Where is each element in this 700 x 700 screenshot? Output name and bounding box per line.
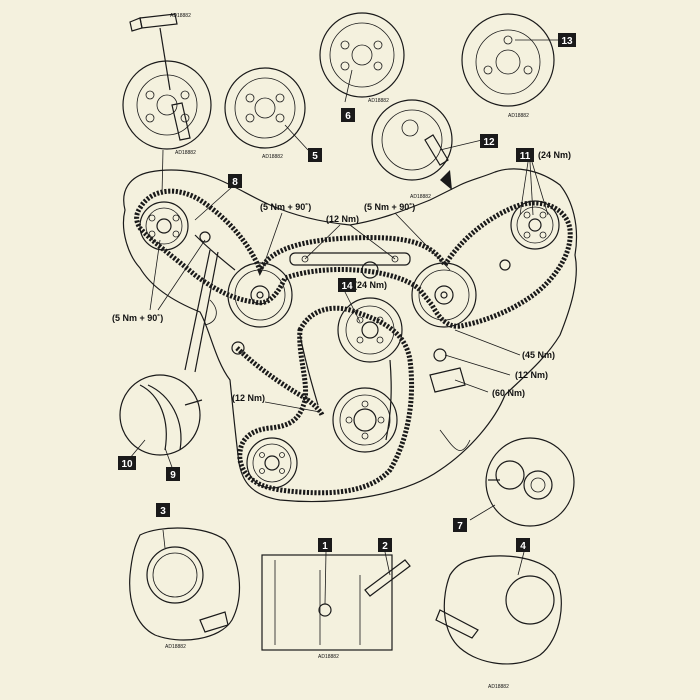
sprocket-left-exhaust bbox=[227, 262, 293, 328]
svg-text:7: 7 bbox=[457, 521, 463, 532]
timing-chain-lower bbox=[235, 305, 415, 496]
sprocket-intake-right bbox=[510, 200, 560, 250]
torque-label-45nm: (45 Nm) bbox=[522, 350, 555, 360]
svg-text:9: 9 bbox=[170, 470, 176, 481]
callout-12: 12 bbox=[480, 134, 498, 148]
cover-4-illustration: AD18882 bbox=[435, 555, 562, 690]
svg-text:12: 12 bbox=[483, 137, 495, 148]
detail-circle-6: AD18882 bbox=[319, 12, 405, 104]
callout-6: 6 bbox=[341, 108, 355, 122]
detail-circle-5: AD18882 bbox=[224, 67, 306, 160]
detail-circle-13: AD18882 bbox=[461, 13, 555, 119]
part-code-detail-5: AD18882 bbox=[262, 154, 283, 160]
detail-circle-cam-lock-tool: AD18882 AD18882 bbox=[122, 13, 212, 156]
detail-circle-7 bbox=[485, 437, 575, 527]
svg-text:2: 2 bbox=[382, 541, 388, 552]
part-code-cover-4: AD18882 bbox=[488, 684, 509, 690]
torque-labels: (24 Nm) (5 Nm + 90˚) (12 Nm) (5 Nm + 90˚… bbox=[112, 150, 571, 403]
callout-4: 4 bbox=[516, 538, 530, 552]
callout-14: 14 bbox=[338, 278, 356, 292]
svg-text:8: 8 bbox=[232, 177, 238, 188]
cover-3-illustration: AD18882 bbox=[129, 527, 241, 650]
svg-text:14: 14 bbox=[341, 281, 353, 292]
sprocket-center-idler bbox=[337, 297, 403, 363]
torque-label-12nm-left: (12 Nm) bbox=[232, 393, 265, 403]
part-code-cover-3: AD18882 bbox=[165, 644, 186, 650]
leader-lines bbox=[129, 39, 558, 605]
svg-text:5: 5 bbox=[312, 151, 318, 162]
svg-text:13: 13 bbox=[561, 36, 573, 47]
detail-circle-12: AD18882 bbox=[371, 99, 453, 200]
torque-label-5nm90-left: (5 Nm + 90˚) bbox=[112, 313, 163, 323]
callout-7: 7 bbox=[453, 518, 467, 532]
part-code-detail-6: AD18882 bbox=[368, 98, 389, 104]
svg-text:11: 11 bbox=[520, 151, 531, 162]
svg-text:4: 4 bbox=[520, 541, 526, 552]
callout-13: 13 bbox=[558, 33, 576, 47]
sprocket-intake-left bbox=[139, 201, 189, 251]
callout-boxes: 1 2 3 4 5 6 7 8 bbox=[118, 33, 576, 552]
sprocket-crankshaft bbox=[332, 387, 398, 453]
callout-2: 2 bbox=[378, 538, 392, 552]
callout-9: 9 bbox=[166, 467, 180, 481]
callout-11: 11 bbox=[516, 148, 534, 162]
engine-block-outline bbox=[122, 168, 578, 503]
torque-label-12nm-right: (12 Nm) bbox=[515, 370, 548, 380]
chain-guides bbox=[194, 231, 511, 441]
callout-8: 8 bbox=[228, 174, 242, 188]
torque-label-12nm-top: (12 Nm) bbox=[326, 214, 359, 224]
part-code-bottom-mid: AD18882 bbox=[318, 654, 339, 660]
torque-label-5nm90-right: (5 Nm + 90˚) bbox=[364, 202, 415, 212]
torque-label-5nm90-center: (5 Nm + 90˚) bbox=[260, 202, 311, 212]
detail-circle-9-10 bbox=[119, 249, 219, 456]
sprocket-oil-pump bbox=[246, 437, 298, 489]
part-code-top-tool: AD18882 bbox=[170, 13, 191, 19]
callout-5: 5 bbox=[308, 148, 322, 162]
torque-label-24nm-top: (24 Nm) bbox=[538, 150, 571, 160]
callout-3: 3 bbox=[156, 503, 170, 517]
svg-text:3: 3 bbox=[160, 506, 166, 517]
sprocket-right-exhaust bbox=[411, 262, 477, 328]
part-code-detail-12: AD18882 bbox=[410, 194, 431, 200]
svg-text:6: 6 bbox=[345, 111, 351, 122]
callout-1: 1 bbox=[318, 538, 332, 552]
part-code-detail-a: AD18882 bbox=[175, 150, 196, 156]
callout-10: 10 bbox=[118, 456, 136, 470]
svg-text:10: 10 bbox=[121, 459, 133, 470]
svg-text:1: 1 bbox=[322, 541, 328, 552]
torque-label-60nm: (60 Nm) bbox=[492, 388, 525, 398]
torque-label-24nm-mid: (24 Nm) bbox=[354, 280, 387, 290]
part-code-detail-13: AD18882 bbox=[508, 113, 529, 119]
